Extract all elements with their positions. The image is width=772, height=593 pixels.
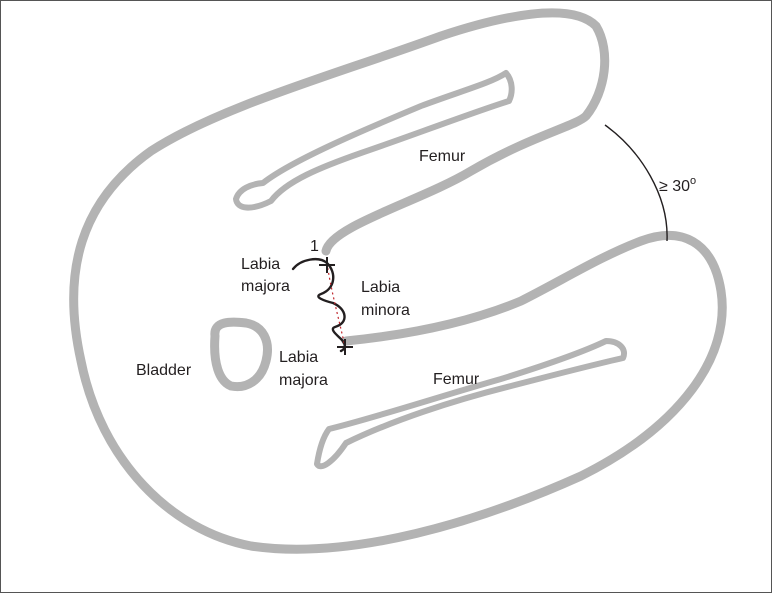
- label-labia-majora-upper-line1: Labia: [241, 256, 280, 273]
- label-femur-lower: Femur: [433, 371, 480, 388]
- femur-lower: [317, 341, 624, 466]
- label-marker-1: 1: [310, 238, 319, 255]
- angle-value: ≥ 30: [659, 178, 690, 195]
- label-labia-minora-line1: Labia: [361, 279, 400, 296]
- label-labia-majora-lower-line1: Labia: [279, 349, 318, 366]
- suture-line: [293, 259, 345, 351]
- label-femur-upper: Femur: [419, 148, 466, 165]
- bladder-ring: [215, 322, 268, 387]
- label-labia-majora-lower-line2: majora: [279, 372, 328, 389]
- angle-arc: [605, 125, 667, 241]
- label-angle: ≥ 30o: [659, 175, 696, 195]
- label-labia-majora-upper-line2: majora: [241, 278, 290, 295]
- label-bladder: Bladder: [136, 362, 192, 379]
- angle-unit: o: [690, 175, 696, 187]
- label-labia-minora-line2: minora: [361, 302, 410, 319]
